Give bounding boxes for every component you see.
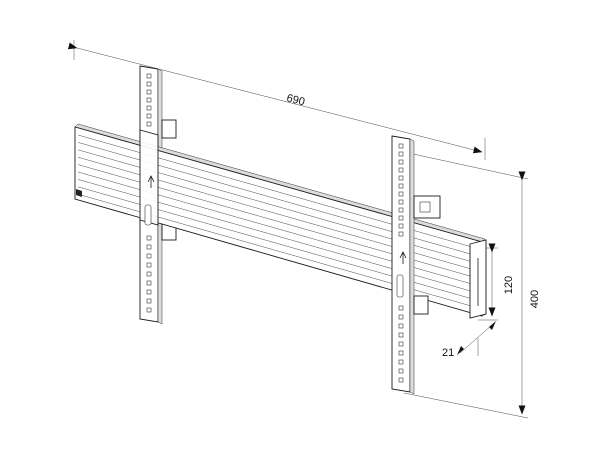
bracket-hole <box>146 121 152 127</box>
height-extension-top <box>403 151 529 180</box>
height-dimension-label: 400 <box>529 290 541 308</box>
bracket-hole <box>398 368 404 374</box>
width-dimension-line <box>67 42 483 154</box>
bracket-hole <box>146 89 152 95</box>
horizontal-rail <box>74 123 487 317</box>
width-dimension: 690 <box>67 40 486 160</box>
bracket-hole <box>146 235 152 241</box>
height-dimension: 400 <box>403 151 541 419</box>
depth-dimension-label: 21 <box>442 347 454 359</box>
bracket-hole <box>398 191 404 197</box>
bracket-hole <box>146 289 152 295</box>
depth-leader <box>459 324 493 354</box>
bracket-hole <box>398 359 404 365</box>
bracket-hole <box>146 271 152 277</box>
bracket-hole <box>398 143 404 149</box>
height-extension-bottom <box>403 392 529 419</box>
right-vertical-bracket <box>391 135 441 395</box>
bracket-hole <box>398 183 404 189</box>
right-bracket-clip-bottom <box>413 295 429 315</box>
bracket-hole <box>146 81 152 87</box>
bracket-hole <box>146 253 152 259</box>
bracket-hole <box>398 223 404 229</box>
offset-dimension: 120 <box>478 243 515 321</box>
bracket-hole <box>398 215 404 221</box>
bracket-hole <box>146 97 152 103</box>
bracket-hole <box>146 105 152 111</box>
bracket-hole <box>398 199 404 205</box>
left-bracket-slot <box>144 204 152 226</box>
depth-arrow-high <box>489 321 496 330</box>
left-bracket-clip-top <box>161 119 177 139</box>
bracket-hole <box>146 73 152 79</box>
bracket-hole <box>146 307 152 313</box>
bracket-hole <box>398 314 404 320</box>
rail-right-end <box>469 239 487 319</box>
rail-end-cap-left <box>76 189 82 197</box>
bracket-hole <box>398 377 404 383</box>
bracket-hole <box>398 350 404 356</box>
right-bracket-up-arrow <box>399 251 407 264</box>
bracket-hole <box>398 151 404 157</box>
bracket-hole <box>398 341 404 347</box>
bracket-hole <box>398 175 404 181</box>
bracket-hole <box>146 244 152 250</box>
offset-dimension-label: 120 <box>503 276 515 294</box>
bracket-hole <box>398 332 404 338</box>
bracket-hole <box>398 167 404 173</box>
bracket-hole <box>398 159 404 165</box>
bracket-hole <box>146 113 152 119</box>
bracket-hole <box>146 298 152 304</box>
width-dimension-label: 690 <box>285 92 306 108</box>
right-bracket-slot <box>396 274 404 298</box>
depth-arrow-low <box>457 346 464 355</box>
bracket-hole <box>146 280 152 286</box>
bracket-hole <box>398 305 404 311</box>
bracket-hole <box>398 323 404 329</box>
bracket-hole <box>398 231 404 237</box>
left-bracket-front <box>139 129 159 226</box>
bracket-hole <box>398 207 404 213</box>
depth-dimension: 21 <box>442 321 496 359</box>
right-bracket-clip-hole <box>419 201 431 213</box>
bracket-hole <box>146 262 152 268</box>
left-bracket-up-arrow <box>147 175 155 188</box>
